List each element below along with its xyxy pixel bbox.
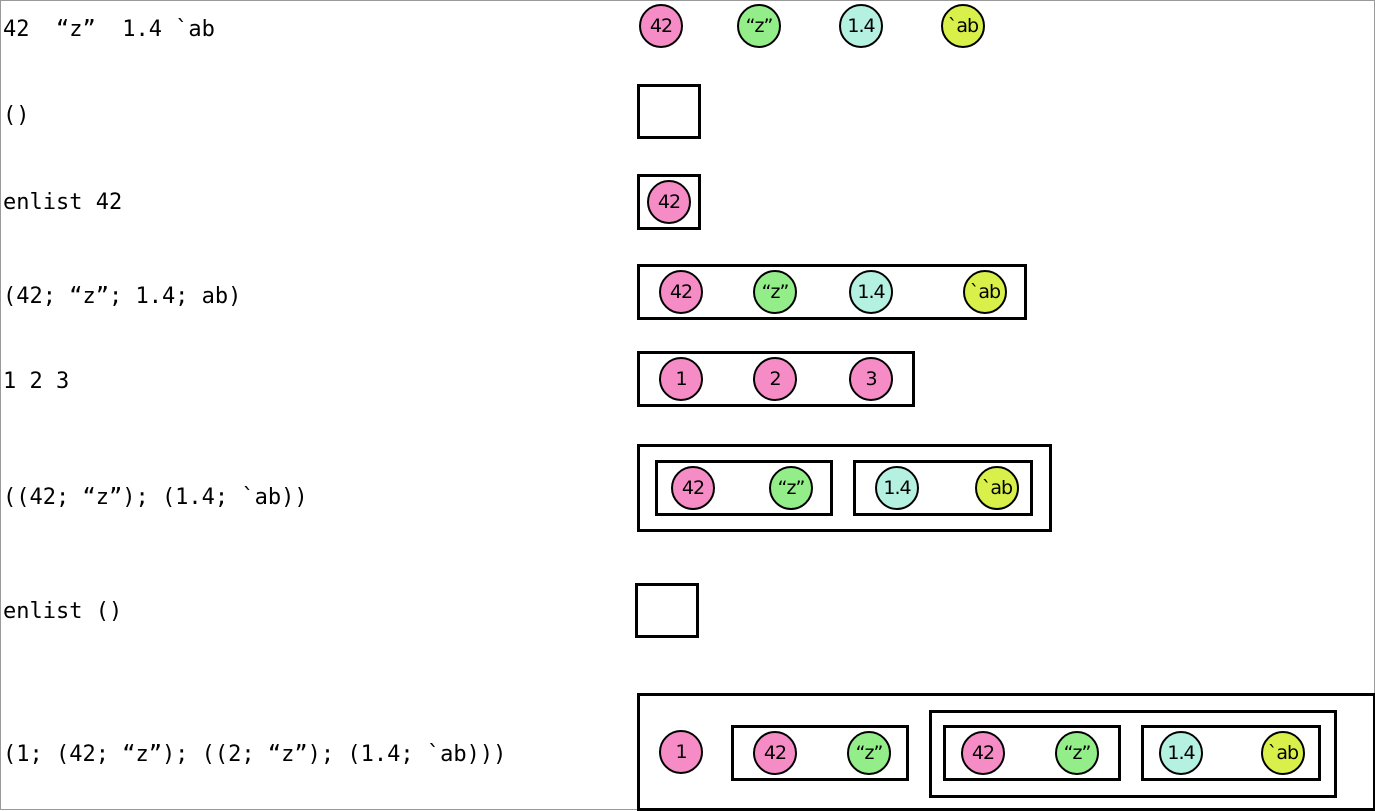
atom-int: 1 — [659, 357, 703, 401]
atom-char: “z” — [753, 270, 797, 314]
expr-empty-list: () — [3, 103, 30, 128]
atom-int: 42 — [753, 731, 797, 775]
atom-symbol: `ab — [1261, 731, 1305, 775]
atom-char: “z” — [847, 731, 891, 775]
expr-simple-list: 1 2 3 — [3, 369, 70, 394]
expr-nested-list: ((42; “z”); (1.4; `ab)) — [3, 485, 308, 510]
atom-int: 42 — [659, 270, 703, 314]
atom-float: 1.4 — [1159, 731, 1203, 775]
expr-enlist-42: enlist 42 — [3, 190, 123, 215]
expr-atoms: 42 “z” 1.4 `ab — [3, 17, 215, 42]
atom-int: 42 — [639, 4, 683, 48]
expr-deep-nested-list: (1; (42; “z”); ((2; “z”); (1.4; `ab))) — [3, 742, 507, 767]
atom-int: 42 — [961, 731, 1005, 775]
empty-list-box — [637, 84, 701, 139]
atom-float: 1.4 — [849, 270, 893, 314]
atom-int: 2 — [753, 357, 797, 401]
atom-char: “z” — [1055, 731, 1099, 775]
atom-int: 42 — [647, 180, 691, 224]
atom-symbol: `ab — [963, 270, 1007, 314]
expr-general-list: (42; “z”; 1.4; ab) — [3, 284, 242, 309]
atom-float: 1.4 — [875, 466, 919, 510]
expr-enlist-empty: enlist () — [3, 599, 123, 624]
atom-int: 42 — [671, 466, 715, 510]
atom-int: 3 — [849, 357, 893, 401]
enlist-empty-box — [635, 583, 699, 638]
atom-char: “z” — [769, 466, 813, 510]
atom-symbol: `ab — [975, 466, 1019, 510]
atom-char: “z” — [737, 4, 781, 48]
atom-symbol: `ab — [941, 4, 985, 48]
atom-float: 1.4 — [839, 4, 883, 48]
atom-int: 1 — [659, 730, 703, 774]
